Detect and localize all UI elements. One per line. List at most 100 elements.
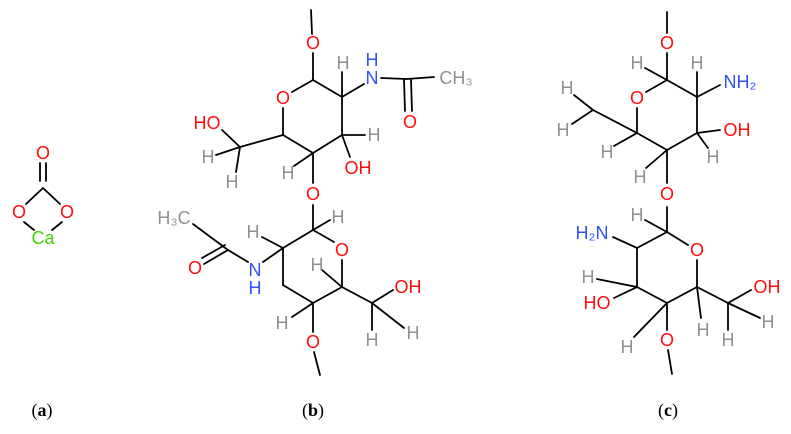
atom-h: H — [631, 205, 644, 225]
bond — [696, 84, 721, 98]
bond — [727, 289, 752, 304]
atom-o: O — [660, 33, 674, 53]
bond — [221, 129, 241, 148]
bond — [262, 247, 284, 263]
atom-ho: HO — [584, 293, 611, 313]
bond — [239, 134, 284, 148]
bond — [312, 79, 343, 98]
atom-o: O — [36, 143, 50, 163]
bond — [596, 278, 638, 288]
atom-o: O — [306, 332, 320, 352]
atom-oh: OH — [345, 158, 372, 178]
bond — [312, 229, 335, 243]
atom-h: H — [691, 53, 704, 73]
bond — [23, 221, 35, 231]
bond — [571, 109, 594, 125]
structure-b: O O H N H CH₃ O H OH H O HO H H H O H N … — [157, 33, 472, 352]
caption-b: (b) — [302, 400, 324, 421]
atom-h: H — [247, 222, 260, 242]
bond — [403, 79, 406, 112]
atom-h: H — [631, 53, 644, 73]
atom-o: O — [306, 33, 320, 53]
bond — [282, 134, 314, 154]
bond — [42, 187, 61, 205]
caption-c: (c) — [658, 400, 678, 421]
atom-h3c: H₃C — [157, 208, 190, 228]
bond — [380, 77, 408, 80]
atom-o-link: O — [660, 184, 674, 204]
bond — [312, 286, 343, 304]
atom-n-h: H — [249, 278, 262, 298]
atom-h: H — [582, 267, 595, 287]
bond — [282, 284, 314, 304]
bond — [696, 286, 702, 319]
bond — [613, 286, 638, 299]
atom-o: O — [60, 202, 74, 222]
bond — [261, 236, 284, 249]
bond — [371, 289, 394, 304]
bond — [341, 286, 373, 304]
structure-a: O O O Ca — [12, 143, 74, 248]
bond — [696, 129, 721, 134]
bond — [633, 302, 668, 338]
atom-h: H — [762, 312, 775, 332]
bond — [645, 79, 668, 93]
bonds — [23, 9, 761, 376]
atom-o-ring: O — [276, 88, 290, 108]
atom-n-h: H — [366, 50, 379, 70]
atom-o-link: O — [306, 184, 320, 204]
bond — [25, 187, 44, 205]
bond — [51, 221, 63, 231]
bond — [644, 67, 668, 81]
atom-h2n: H₂N — [576, 223, 609, 243]
atom-oh: OH — [724, 120, 751, 140]
bond — [636, 132, 668, 151]
bond — [644, 219, 668, 233]
atom-o: O — [188, 258, 202, 278]
atom-h: H — [407, 323, 420, 343]
bond — [291, 302, 314, 318]
bond — [341, 134, 351, 158]
structure-c: O H O H NH₂ OH H H O H H H H O H₂N H HO … — [557, 33, 781, 357]
atom-h: H — [366, 330, 379, 350]
atom-o-ring: O — [630, 88, 644, 108]
bond — [667, 349, 673, 375]
atom-h: H — [276, 313, 289, 333]
atom-h: H — [368, 125, 381, 145]
atom-h: H — [311, 255, 324, 275]
bond — [613, 132, 638, 147]
bond — [666, 79, 698, 98]
atom-n: N — [366, 68, 379, 88]
bond — [592, 109, 638, 134]
atom-n: N — [249, 260, 262, 280]
bond — [645, 149, 668, 169]
bond — [666, 132, 698, 151]
atom-ch3: CH₃ — [439, 68, 472, 88]
bond — [406, 76, 435, 80]
atom-o-ring: O — [335, 240, 349, 260]
bond — [666, 286, 698, 304]
atom-o: O — [12, 202, 26, 222]
bond — [235, 146, 241, 173]
bond — [293, 152, 314, 167]
bond — [371, 302, 405, 329]
atom-ca: Ca — [31, 228, 55, 248]
atom-h: H — [557, 120, 570, 140]
bond — [227, 249, 249, 263]
bond — [410, 79, 413, 112]
bond — [310, 9, 313, 35]
atom-o: O — [660, 330, 674, 350]
bond — [282, 229, 314, 249]
bond — [666, 231, 689, 246]
atom-h: H — [202, 147, 215, 167]
bond — [313, 351, 321, 376]
atom-h: H — [707, 147, 720, 167]
bond — [215, 146, 241, 156]
bond — [636, 286, 668, 304]
caption-a: (a) — [32, 400, 53, 421]
bond — [612, 236, 638, 249]
bond — [341, 83, 365, 98]
bond — [312, 134, 343, 154]
atom-h: H — [282, 163, 295, 183]
bond — [203, 249, 229, 265]
